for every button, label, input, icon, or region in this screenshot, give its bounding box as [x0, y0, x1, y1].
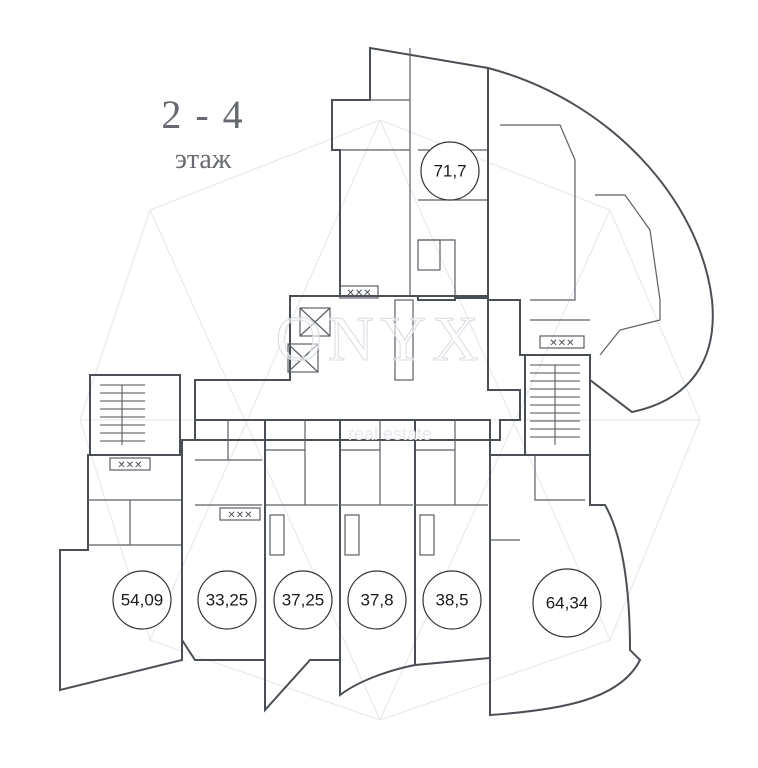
apt-54-09-fill	[59, 454, 183, 692]
elevator-icon	[287, 307, 331, 373]
area-badge-37-8: 37,8	[347, 570, 407, 630]
area-label-37-8: 37,8	[360, 591, 393, 610]
stove-icon: ✕✕✕	[219, 507, 261, 521]
watermark-sub: real estate	[348, 424, 432, 444]
svg-text:✕✕✕: ✕✕✕	[227, 510, 252, 521]
apartment-37-8[interactable]	[339, 419, 416, 697]
right-stairwell	[524, 354, 591, 456]
svg-text:✕✕✕: ✕✕✕	[549, 338, 574, 349]
area-label-64-34: 64,34	[546, 594, 589, 613]
watermark-brand: ONYX	[276, 303, 485, 374]
area-badge-33-25: 33,25	[197, 570, 257, 630]
area-label-38-5: 38,5	[435, 591, 468, 610]
apartment-54-09[interactable]: ✕✕✕	[59, 454, 183, 692]
area-label-37-25: 37,25	[282, 591, 325, 610]
apt-pink-fill	[487, 66, 714, 414]
floor-number: 2 - 4	[161, 92, 245, 137]
svg-text:✕✕✕: ✕✕✕	[346, 288, 371, 299]
area-label-54-09: 54,09	[121, 591, 164, 610]
area-badge-71-7: 71,7	[420, 141, 480, 201]
stove-icon: ✕✕✕	[109, 457, 151, 471]
area-label-71-7: 71,7	[433, 162, 466, 181]
svg-text:✕✕✕: ✕✕✕	[117, 460, 142, 471]
area-badge-38-5: 38,5	[422, 570, 482, 630]
apartment-37-25[interactable]	[264, 419, 341, 713]
apt-64-34-fill	[489, 454, 642, 717]
floor-label: этаж	[174, 144, 232, 175]
area-label-33-25: 33,25	[206, 591, 249, 610]
area-badge-37-25: 37,25	[273, 570, 333, 630]
common-corridor	[194, 295, 521, 441]
apartment-64-34[interactable]	[489, 454, 642, 717]
floor-title: 2 - 4 этаж	[148, 92, 258, 176]
apt-37-25-fill	[264, 419, 341, 713]
left-stairwell	[89, 374, 181, 456]
stove-icon: ✕✕✕	[339, 285, 379, 299]
area-badge-54-09: 54,09	[112, 570, 172, 630]
stove-icon: ✕✕✕	[539, 335, 585, 349]
apt-37-8-fill	[339, 419, 416, 697]
apartment-pink-right[interactable]: ✕✕✕	[487, 66, 714, 414]
area-badge-64-34: 64,34	[532, 568, 602, 638]
